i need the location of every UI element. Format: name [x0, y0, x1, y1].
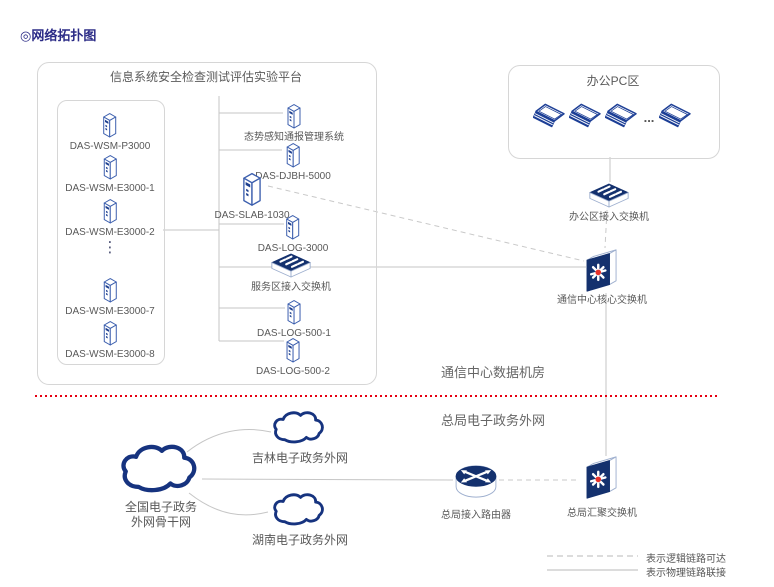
node-das-djbh-5000: DAS-DJBH-5000 — [255, 141, 331, 183]
cloud-to-router-line — [201, 478, 454, 481]
cube-switch-icon — [585, 455, 619, 500]
cube-switch-icon — [585, 248, 619, 293]
wsm-server-box — [57, 100, 165, 365]
server-tower-icon — [284, 102, 304, 130]
server-tower-icon — [100, 111, 120, 139]
server-tower-icon — [100, 319, 120, 347]
node-label: DAS-LOG-500-2 — [256, 366, 330, 377]
node-das-wsm-e3000-7: DAS-WSM-E3000-7 — [65, 276, 155, 318]
server-tower-icon — [100, 276, 120, 304]
officeswitch-to-core-dashed — [604, 209, 608, 249]
laptop-icon — [533, 103, 567, 131]
node-label: 湖南电子政务外网 — [251, 533, 349, 547]
node-das-wsm-e3000-2: DAS-WSM-E3000-2 — [65, 197, 155, 239]
node-service-area-access-switch: 服务区接入交换机 — [251, 251, 331, 294]
node-das-wsm-e3000-1: DAS-WSM-E3000-1 — [65, 153, 155, 195]
server-tower-icon — [283, 336, 303, 364]
node-office-access-switch: 办公区接入交换机 — [569, 181, 649, 224]
office-pc-row: ... — [508, 103, 718, 131]
page-title: ◎网络拓扑图 — [20, 28, 97, 43]
node-agg-switch: 总局汇聚交换机 — [567, 455, 637, 520]
node-label: 服务区接入交换机 — [251, 282, 331, 293]
node-situational-awareness-system: 态势感知通报管理系统 — [244, 102, 344, 144]
node-label: 全国电子政务 — [124, 500, 197, 514]
node-label: 外网骨干网 — [130, 515, 191, 529]
router-icon — [453, 464, 499, 500]
legend-physical-label: 表示物理链路联接 — [646, 568, 726, 579]
node-access-router: 总局接入路由器 — [441, 464, 511, 522]
node-label: DAS-WSM-E3000-2 — [65, 227, 155, 238]
node-label: DAS-DJBH-5000 — [255, 171, 331, 182]
platform-box-title: 信息系统安全检查测试评估实验平台 — [109, 70, 302, 84]
node-label: 态势感知通报管理系统 — [244, 132, 344, 143]
server-tower-icon — [283, 213, 303, 241]
node-das-wsm-p3000: DAS-WSM-P3000 — [69, 111, 151, 153]
server-tower-icon — [238, 170, 265, 208]
extranet-zone-label: 总局电子政务外网 — [441, 413, 546, 428]
server-tower-icon — [284, 298, 304, 326]
node-label: DAS-WSM-E3000-8 — [65, 349, 155, 360]
pc-ellipsis: ... — [643, 109, 655, 125]
node-jilin-extranet-cloud: 吉林电子政务外网 — [252, 408, 348, 464]
node-das-slab-1030: DAS-SLAB-1030 — [214, 170, 290, 222]
node-das-log-3000: DAS-LOG-3000 — [257, 213, 329, 255]
laptop-icon — [569, 103, 603, 131]
node-das-log-500-2: DAS-LOG-500-2 — [256, 336, 330, 378]
cloud-icon — [118, 440, 204, 496]
node-das-wsm-e3000-8: DAS-WSM-E3000-8 — [65, 319, 155, 361]
node-label: DAS-WSM-E3000-1 — [65, 183, 155, 194]
node-label: DAS-LOG-3000 — [257, 243, 329, 254]
server-tower-icon — [100, 197, 120, 225]
office-pc-box-title: 办公PC区 — [586, 74, 640, 88]
node-label: 总局接入路由器 — [441, 510, 511, 521]
cloud-to-jilin-curve — [186, 429, 272, 453]
node-label: 吉林电子政务外网 — [251, 451, 349, 465]
office-pc-box — [508, 65, 720, 159]
node-label: 总局汇聚交换机 — [567, 508, 637, 519]
node-hunan-extranet-cloud: 湖南电子政务外网 — [252, 490, 348, 546]
node-label: DAS-WSM-P3000 — [69, 141, 151, 152]
server-tower-icon — [283, 141, 303, 169]
node-label: 通信中心核心交换机 — [557, 295, 647, 306]
laptop-icon — [605, 103, 639, 131]
node-label: DAS-LOG-500-1 — [257, 328, 331, 339]
wsm-ellipsis: ⋮ — [102, 239, 118, 256]
cloud-icon — [271, 408, 329, 446]
flat-switch-icon — [586, 181, 632, 210]
flat-switch-icon — [268, 251, 314, 280]
cloud-to-hunan-curve — [188, 492, 269, 516]
platform-box — [37, 62, 377, 385]
node-core-switch: 通信中心核心交换机 — [557, 248, 647, 307]
cloud-icon — [271, 490, 329, 528]
node-national-extranet-cloud: 全国电子政务 外网骨干网 — [118, 440, 204, 530]
legend-logical-label: 表示逻辑链路可达 — [646, 554, 726, 565]
node-label: DAS-SLAB-1030 — [214, 210, 290, 221]
slab-to-core-dashed — [267, 185, 585, 262]
node-label: 办公区接入交换机 — [569, 212, 649, 223]
node-das-log-500-1: DAS-LOG-500-1 — [257, 298, 331, 340]
datacenter-zone-label: 通信中心数据机房 — [441, 365, 546, 380]
node-label: DAS-WSM-E3000-7 — [65, 306, 155, 317]
laptop-icon — [659, 103, 693, 131]
server-tower-icon — [100, 153, 120, 181]
